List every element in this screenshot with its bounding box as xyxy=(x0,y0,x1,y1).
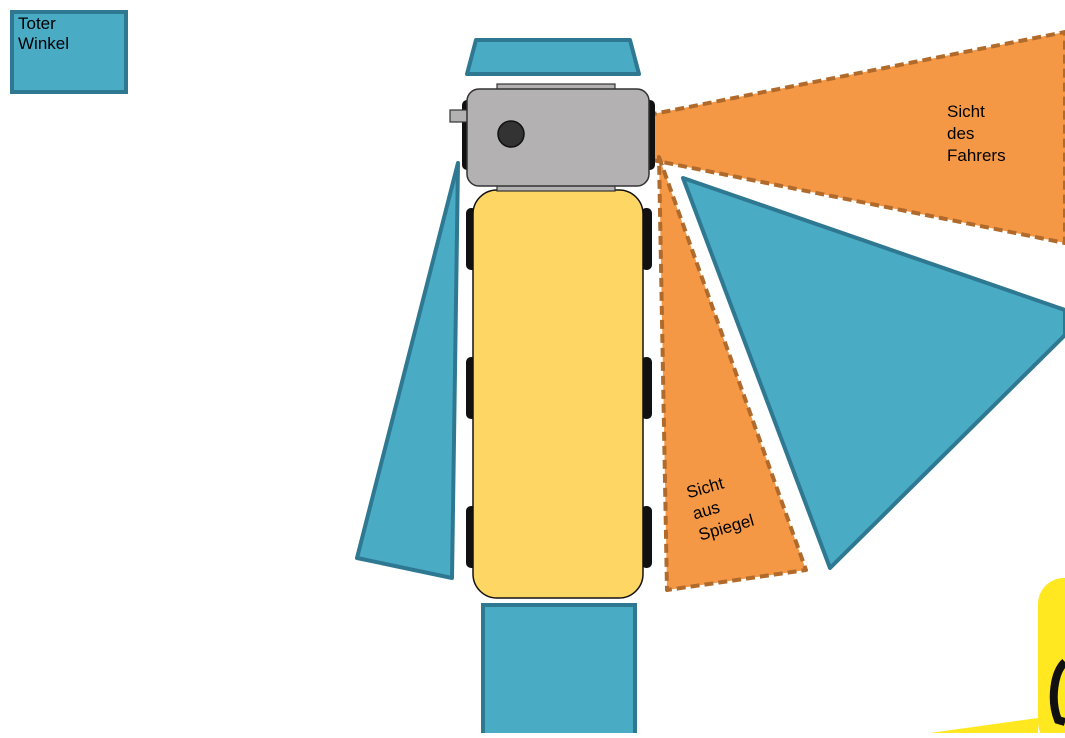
blind-spot-front xyxy=(465,38,641,76)
driver-view-label-line: Fahrers xyxy=(947,146,1006,165)
blind-spot-right xyxy=(681,176,1065,570)
legend-label-line: Winkel xyxy=(18,34,70,53)
driver-view-cone xyxy=(536,30,1065,245)
legend-label-line: Toter xyxy=(18,14,56,33)
driver-position-icon xyxy=(497,120,525,148)
trailer xyxy=(472,189,644,599)
driver-view-label-line: des xyxy=(947,124,975,143)
driver-view-label-line: Sicht xyxy=(947,102,985,121)
blind-spot-rear xyxy=(481,603,637,738)
driver-view-label: Sicht des Fahrers xyxy=(947,101,1006,167)
cab xyxy=(466,88,650,187)
legend-label: Toter Winkel xyxy=(18,14,108,54)
mirror-view-cone xyxy=(657,155,808,592)
blind-spot-left xyxy=(355,161,460,580)
legend-blind-spot xyxy=(10,10,128,94)
warning-sign-partial xyxy=(930,578,1065,738)
